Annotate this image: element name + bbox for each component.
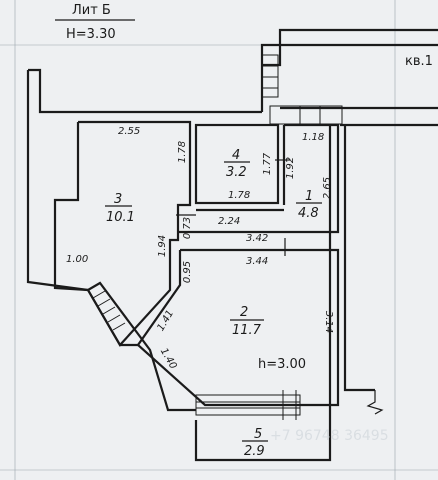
dim-1-40: 1.40 bbox=[158, 346, 179, 371]
dim-0-73: 0.73 bbox=[182, 217, 193, 239]
room-5-area: 2.9 bbox=[244, 444, 265, 459]
room-3-walls bbox=[53, 120, 192, 347]
room-3-area: 10.1 bbox=[106, 210, 135, 225]
dim-1-77: 1.77 bbox=[262, 152, 273, 175]
header-height: H=3.30 bbox=[66, 27, 116, 42]
room-5-number: 5 bbox=[254, 427, 262, 442]
dim-3-44: 3.44 bbox=[246, 256, 268, 267]
dim-3-42: 3.42 bbox=[246, 233, 268, 244]
room-1-walls bbox=[178, 123, 340, 234]
header-title: Лит Б bbox=[72, 3, 111, 18]
dim-2-55: 2.55 bbox=[118, 126, 140, 137]
room-3-number: 3 bbox=[114, 192, 122, 207]
room-2-walls bbox=[136, 248, 340, 407]
dim-2-65: 2.65 bbox=[322, 177, 333, 199]
stair-hatch bbox=[261, 54, 343, 125]
dim-3-14: 3.14 bbox=[323, 311, 334, 333]
room-1-area: 4.8 bbox=[298, 206, 319, 221]
room-4-number: 4 bbox=[232, 148, 240, 163]
room-2-height: h=3.00 bbox=[258, 357, 306, 372]
dim-1-78-horiz: 1.78 bbox=[228, 190, 250, 201]
stair-break-symbol bbox=[366, 390, 384, 415]
dim-1-94: 1.94 bbox=[157, 235, 168, 257]
dim-1-78-vert: 1.78 bbox=[177, 141, 188, 163]
room-2-area: 11.7 bbox=[232, 323, 262, 338]
balcony-diagonal bbox=[87, 281, 196, 412]
watermark-phone: +7 96748 36495 bbox=[270, 428, 389, 444]
room-4-area: 3.2 bbox=[226, 165, 247, 180]
dim-0-95: 0.95 bbox=[182, 261, 193, 283]
room-1-number: 1 bbox=[305, 189, 313, 204]
dim-1-18: 1.18 bbox=[302, 132, 324, 143]
dim-1-00: 1.00 bbox=[66, 254, 88, 265]
room-2-number: 2 bbox=[240, 305, 248, 320]
room-5-balcony bbox=[195, 390, 301, 420]
dim-1-92: 1.92 bbox=[285, 157, 296, 179]
apartment-label: кв.1 bbox=[405, 54, 433, 69]
room-4-walls bbox=[194, 123, 280, 205]
dim-1-41: 1.41 bbox=[156, 308, 177, 333]
dim-2-24: 2.24 bbox=[218, 216, 240, 227]
